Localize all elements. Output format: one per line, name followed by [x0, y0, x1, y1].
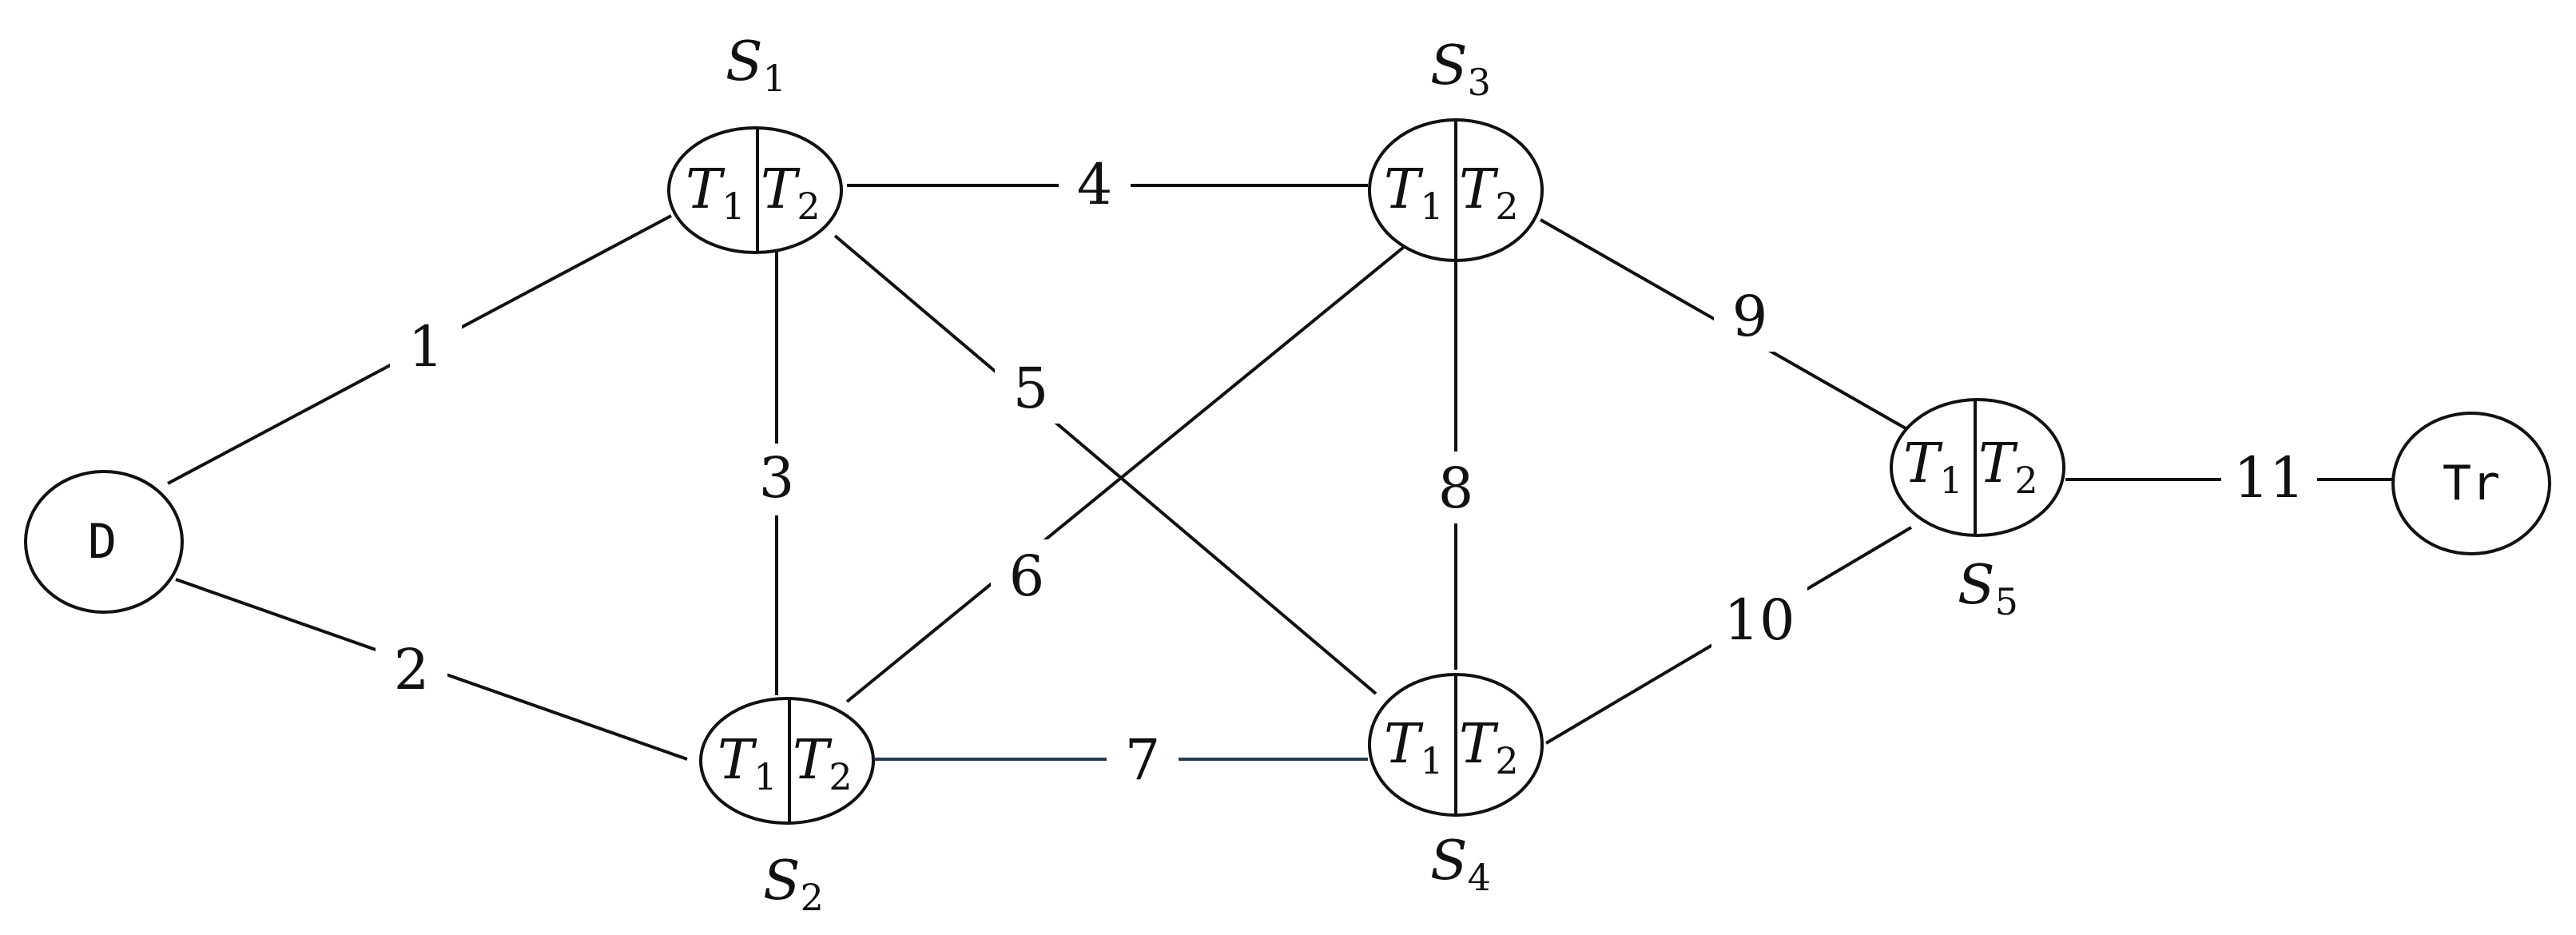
node-s4-name: S4 [1430, 830, 1491, 899]
edge-label-10-text: 10 [1723, 587, 1795, 653]
edge-label-1: 1 [390, 310, 462, 382]
node-d: D [24, 470, 184, 614]
node-s2-right: T2 [793, 729, 853, 798]
node-s4-left: T1 [1384, 713, 1444, 782]
node-s3-name: S3 [1430, 34, 1491, 104]
node-s2-left: T1 [718, 729, 777, 798]
node-s2-name: S2 [763, 849, 824, 919]
edge-label-3: 3 [739, 444, 814, 515]
node-s4-right: T2 [1459, 713, 1519, 782]
node-s3: T1 T2 S3 [1368, 34, 1544, 262]
node-d-label: D [88, 514, 117, 570]
node-s5-right: T2 [1978, 432, 2038, 502]
edge-label-5: 5 [995, 352, 1067, 424]
edge-label-6: 6 [991, 539, 1063, 611]
node-s5: T1 T2 S5 [1890, 398, 2065, 623]
node-d-ellipse [24, 470, 184, 614]
edge-label-8: 8 [1420, 452, 1492, 523]
edge-label-2: 2 [376, 635, 447, 707]
node-s2: T1 T2 S2 [699, 697, 875, 919]
edge-label-5-text: 5 [1013, 356, 1049, 421]
node-s5-name: S5 [1958, 554, 2018, 623]
edge-s1-s4 [833, 234, 1377, 695]
edge-label-9-text: 9 [1732, 284, 1768, 349]
node-layer: D T1 T2 S1 T1 T2 S2 T1 T2 S3 [24, 30, 2551, 919]
edge-label-9: 9 [1714, 280, 1786, 352]
edge-label-11: 11 [2221, 444, 2317, 515]
edge-label-7: 7 [1107, 723, 1179, 795]
edge-label-11-text: 11 [2233, 445, 2304, 511]
edge-label-4-text: 4 [1077, 152, 1113, 217]
edge-label-3-text: 3 [759, 445, 795, 511]
edge-label-2-text: 2 [394, 637, 430, 702]
edge-label-layer: 1 2 3 4 5 6 7 8 [376, 152, 2317, 795]
node-s2-ellipse [699, 697, 875, 825]
node-s1-left: T1 [686, 158, 745, 228]
node-s1-name: S1 [725, 30, 786, 100]
edge-label-10: 10 [1711, 583, 1807, 655]
edge-s2-s3 [845, 242, 1409, 703]
edge-label-7-text: 7 [1125, 727, 1161, 793]
node-tr: Tr [2391, 412, 2551, 555]
node-s1: T1 T2 S1 [667, 30, 843, 254]
node-s5-ellipse [1890, 398, 2065, 537]
node-s5-left: T1 [1903, 432, 1963, 502]
node-s4: T1 T2 S4 [1368, 673, 1544, 899]
node-s3-left: T1 [1384, 158, 1444, 228]
node-s1-ellipse [667, 126, 843, 254]
edge-label-1-text: 1 [408, 314, 444, 380]
node-s1-right: T2 [761, 158, 821, 228]
node-tr-label: Tr [2443, 456, 2500, 511]
node-s3-right: T2 [1459, 158, 1519, 228]
edge-label-6-text: 6 [1009, 543, 1045, 609]
edge-label-4: 4 [1059, 152, 1131, 224]
node-tr-ellipse [2391, 412, 2551, 555]
edge-label-8-text: 8 [1438, 456, 1474, 521]
